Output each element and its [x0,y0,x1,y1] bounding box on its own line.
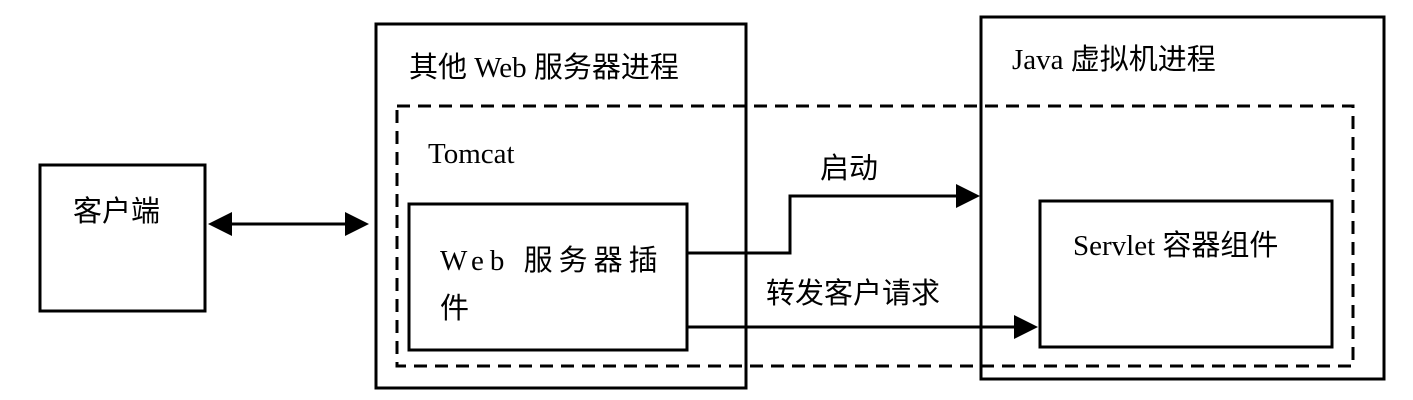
web-server-process-box [374,22,748,390]
web-server-plugin-box [407,202,689,352]
servlet-container-label: Servlet 容器组件 [1073,230,1279,262]
web-server-process-label: 其他 Web 服务器进程 [409,52,679,84]
forward-request-label: 转发客户请求 [766,278,941,310]
server-side-arrowhead [345,212,369,236]
servlet-container-box [1038,199,1334,349]
start-arrow-line [687,194,958,255]
client-side-arrowhead [208,212,232,236]
java-vm-process-label: Java 虚拟机进程 [1012,44,1216,76]
forward-arrowhead [1014,315,1038,339]
client-box [38,163,207,313]
tomcat-label: Tomcat [428,138,515,170]
client-label: 客户端 [73,196,161,228]
start-arrowhead [956,184,980,208]
web-server-plugin-label: Web 服务器插件 [440,245,664,325]
java-vm-process-box [979,15,1386,381]
tomcat-boundary [395,104,1355,368]
start-label: 启动 [820,153,879,185]
